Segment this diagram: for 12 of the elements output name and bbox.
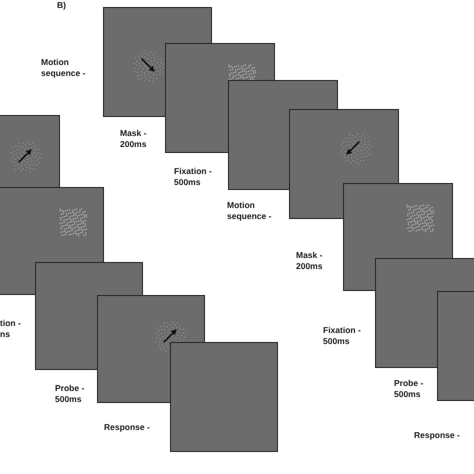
stage-label: Response - — [104, 422, 151, 433]
stage-label: Motion sequence - — [41, 57, 86, 79]
stage-label: Response - — [414, 430, 460, 441]
stage-label: tion - ns — [0, 318, 22, 340]
panel-letter: B) — [57, 0, 66, 11]
stage-label: Probe - 500ms — [394, 378, 424, 400]
stage-label: Mask - 200ms — [120, 128, 148, 150]
stage-label: Mask - 200ms — [296, 250, 324, 272]
stage-label: Probe - 500ms — [55, 383, 86, 405]
stage-label: Fixation - 500ms — [174, 166, 213, 188]
stage-label: Motion sequence - — [227, 200, 272, 222]
stage-label: Fixation - 500ms — [323, 325, 362, 347]
